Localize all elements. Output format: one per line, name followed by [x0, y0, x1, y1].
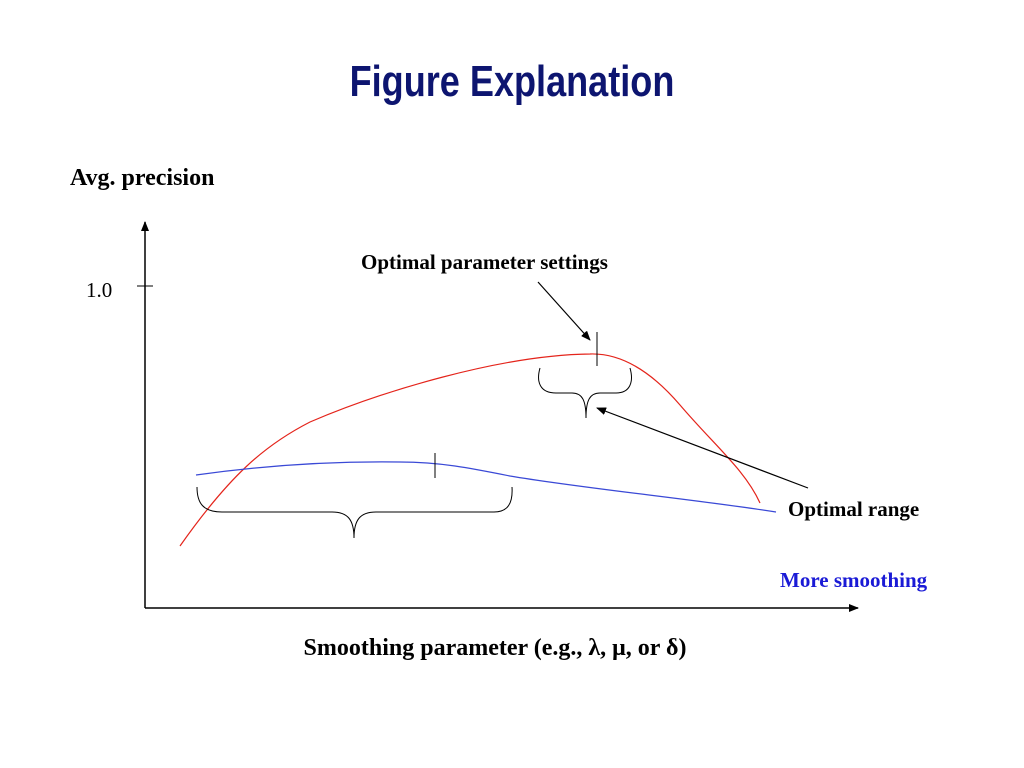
- y-axis-label: Avg. precision: [70, 165, 215, 191]
- optimal-range-arrow: [596, 407, 809, 489]
- blue-optimal-range-brace: [196, 486, 513, 539]
- red-curve: [179, 353, 761, 547]
- red-optimal-range-brace: [538, 367, 632, 419]
- slide-title: Figure Explanation: [349, 57, 675, 106]
- x-axis-label: Smoothing parameter (e.g., λ, μ, or δ): [303, 635, 687, 661]
- more-smoothing-label: More smoothing: [780, 568, 928, 592]
- y-tick-label: 1.0: [86, 278, 113, 302]
- blue-curve: [195, 461, 777, 513]
- optimal-range-label: Optimal range: [788, 497, 920, 521]
- optimal-parameter-settings-label: Optimal parameter settings: [361, 250, 608, 274]
- optimal-settings-arrow: [537, 281, 591, 341]
